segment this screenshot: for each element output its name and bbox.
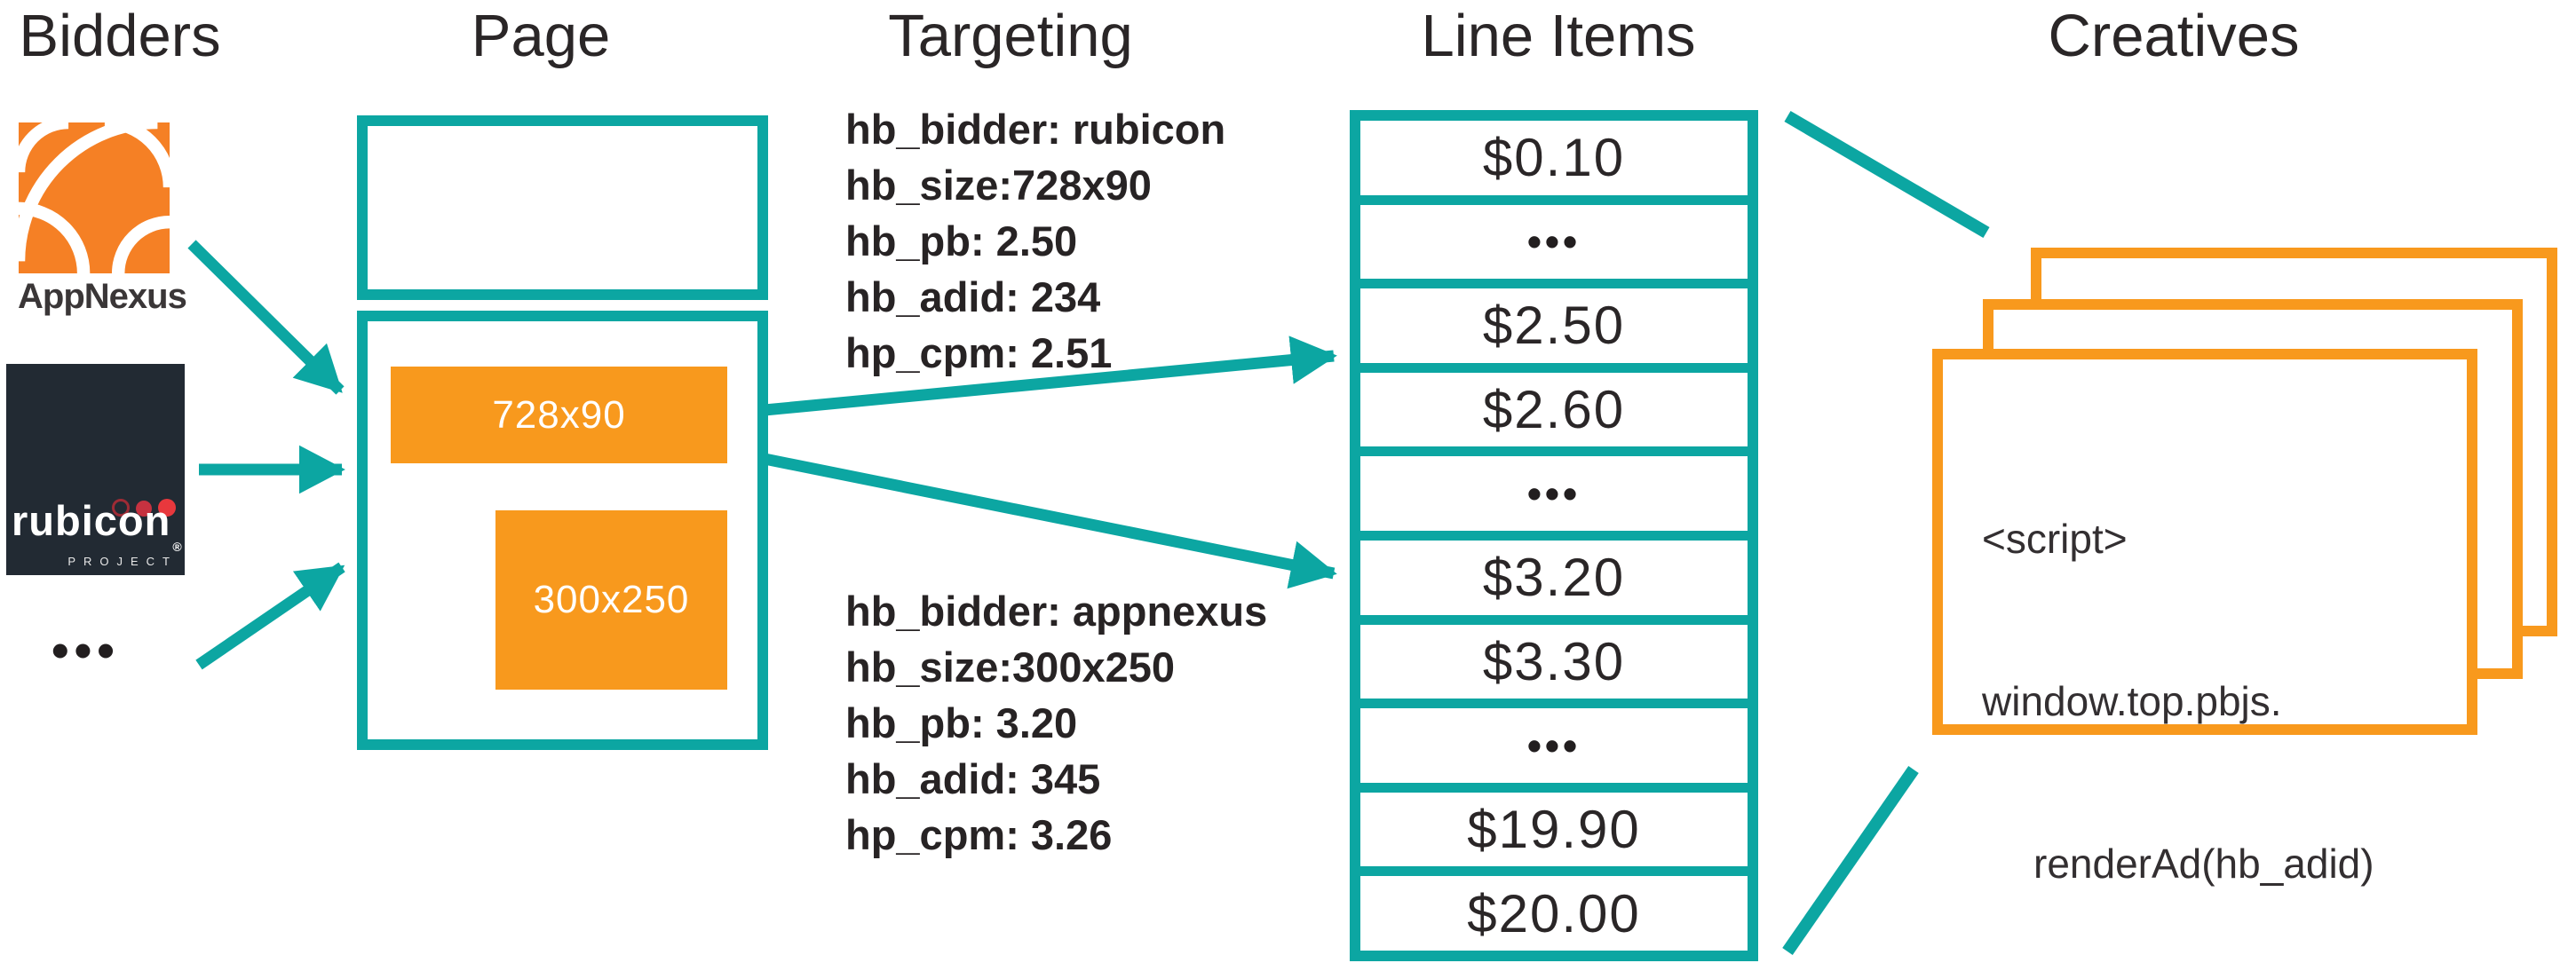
rubicon-wordmark: rubicon®: [12, 496, 183, 554]
arrow-more-bidders-to-page: [195, 562, 345, 670]
line-item-row: $2.60: [1360, 372, 1748, 447]
targeting-line: hp_cpm: 2.51: [845, 329, 1113, 376]
targeting-block-rubicon: hb_bidder: rubicon hb_size:728x90 hb_pb:…: [845, 101, 1225, 381]
line-items-to-creatives-bottom-connector: [1782, 766, 1919, 955]
targeting-line: hb_adid: 345: [845, 755, 1101, 802]
column-title-targeting: Targeting: [888, 3, 1133, 69]
targeting-line: hb_pb: 3.20: [845, 699, 1078, 746]
script-line: renderAd(hb_adid): [2033, 841, 2374, 887]
targeting-line: hb_pb: 2.50: [845, 217, 1078, 264]
rubicon-dot-filled: [158, 499, 176, 517]
targeting-block-appnexus: hb_bidder: appnexus hb_size:300x250 hb_p…: [845, 583, 1267, 863]
line-item-row: $20.00: [1360, 876, 1748, 951]
line-item-row: $3.20: [1360, 540, 1748, 615]
column-title-page: Page: [471, 3, 611, 69]
column-title-bidders: Bidders: [19, 3, 221, 69]
line-item-row-ellipsis: •••: [1360, 456, 1748, 531]
ad-slot-300x250: 300x250: [495, 510, 727, 690]
creative-card-front: [1932, 349, 2477, 735]
column-title-line-items: Line Items: [1421, 3, 1696, 69]
rubicon-project-logo: rubicon® PROJECT: [6, 364, 185, 575]
line-item-row: $0.10: [1360, 121, 1748, 195]
arrow-page-to-line-item-320: [763, 453, 1337, 589]
line-item-row: $3.30: [1360, 624, 1748, 699]
appnexus-label: AppNexus: [18, 277, 187, 316]
targeting-line: hb_bidder: rubicon: [845, 106, 1226, 153]
rubicon-project-text: PROJECT: [67, 555, 178, 568]
targeting-line: hb_bidder: appnexus: [845, 588, 1268, 635]
page-header-box: [357, 115, 768, 300]
targeting-line: hb_size:728x90: [845, 162, 1152, 209]
rubicon-dot-mid: [136, 501, 152, 517]
arrow-appnexus-to-page: [187, 240, 345, 395]
registered-mark: ®: [172, 540, 183, 554]
line-item-row-ellipsis: •••: [1360, 708, 1748, 783]
ad-slot-728x90: 728x90: [391, 367, 727, 463]
more-bidders-ellipsis: •••: [52, 622, 120, 678]
line-item-row: $19.90: [1360, 792, 1748, 867]
rubicon-dot-outline: [112, 499, 130, 517]
targeting-line: hb_size:300x250: [845, 643, 1176, 691]
targeting-line: hp_cpm: 3.26: [845, 811, 1113, 858]
rubicon-wordmark-text: rubicon: [12, 497, 171, 544]
line-items-to-creatives-top-connector: [1784, 110, 1990, 239]
creative-script-snippet: <script> window.top.pbjs. renderAd(hb_ad…: [1982, 404, 2461, 963]
column-title-creatives: Creatives: [2048, 3, 2300, 69]
script-line: window.top.pbjs.: [1982, 678, 2282, 724]
line-items-table: $0.10 ••• $2.50 $2.60 ••• $3.20 $3.30 ••…: [1350, 110, 1758, 961]
line-item-row-ellipsis: •••: [1360, 204, 1748, 280]
script-line: <script>: [1982, 516, 2128, 562]
targeting-line: hb_adid: 234: [845, 273, 1101, 320]
line-item-row: $2.50: [1360, 288, 1748, 363]
appnexus-logo-icon: [18, 122, 170, 273]
rubicon-dots-icon: [112, 499, 176, 517]
